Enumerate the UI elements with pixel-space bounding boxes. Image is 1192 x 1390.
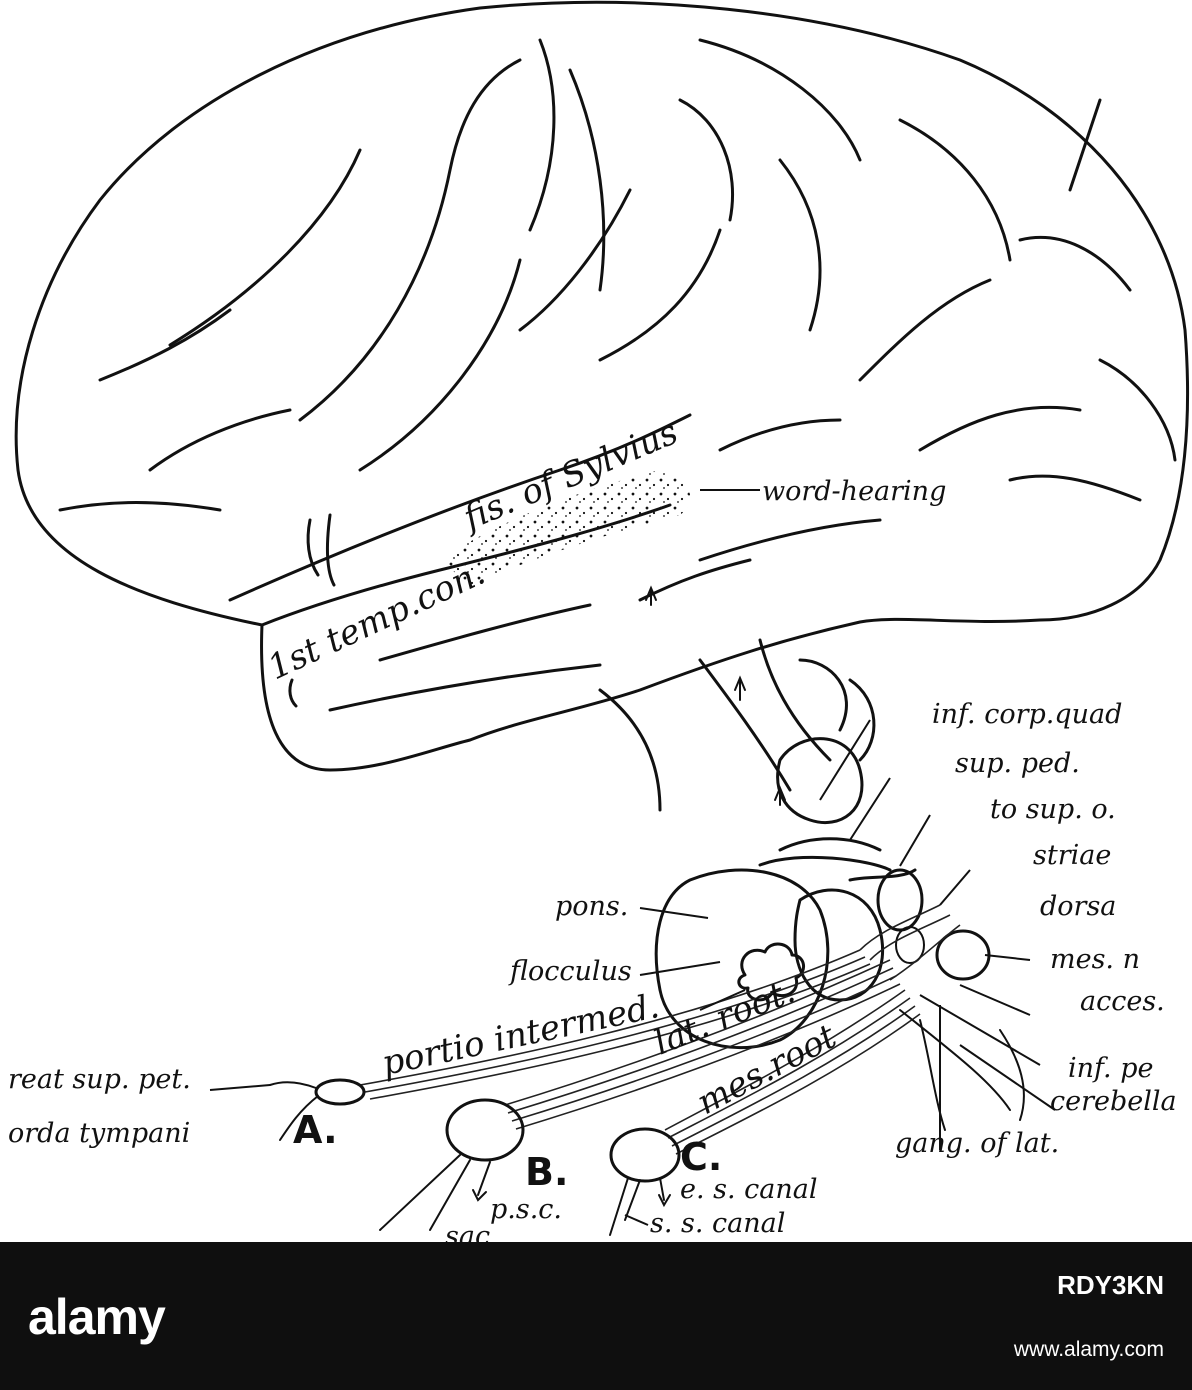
label-e-s-canal: e. s. canal [680, 1174, 818, 1205]
brainstem [598, 688, 662, 812]
inf-corp-quad [776, 737, 864, 825]
label-temp-con: 1st temp.con. [262, 553, 491, 688]
ganglion-letter-c: C. [680, 1135, 722, 1179]
label-chorda-tympani: orda tympani [8, 1118, 190, 1149]
cerebrum-outline [14, 0, 1190, 772]
label-sac: sac [445, 1221, 490, 1242]
label-cerebella: cerebella [1050, 1086, 1177, 1117]
brain-auditory-pathway-illustration: fis. of Sylvius word-hearing 1st temp.co… [8, 0, 1190, 1242]
stock-watermark-footer: alamy RDY3KN www.alamy.com [0, 1242, 1192, 1390]
label-pons: pons. [555, 891, 628, 922]
pons-section [793, 888, 885, 1002]
label-great-sup-pet: reat sup. pet. [8, 1064, 191, 1095]
pons [654, 868, 830, 1050]
word-hearing-area [440, 470, 691, 585]
ganglion-c [609, 1127, 681, 1183]
label-flocculus: flocculus [508, 956, 632, 987]
nerve-roots [359, 904, 1025, 1155]
label-acces: acces. [1080, 986, 1165, 1017]
label-s-s-canal: s. s. canal [650, 1208, 785, 1239]
label-mes-n: mes. n [1050, 944, 1140, 975]
label-p-s-c: p.s.c. [490, 1194, 562, 1225]
label-gang-of-lat: gang. of lat. [895, 1128, 1059, 1159]
ganglion-letter-b: B. [525, 1150, 568, 1194]
label-to-sup-o: to sup. o. [990, 794, 1116, 825]
label-inf-corp-quad: inf. corp.quad [932, 699, 1122, 730]
cortical-sulci [58, 38, 1177, 712]
label-striae: striae [1033, 840, 1111, 871]
label-dorsa: dorsa [1040, 891, 1116, 922]
ganglion-letter-a: A. [293, 1108, 338, 1152]
label-sup-ped: sup. ped. [955, 748, 1080, 779]
site-url-label: www.alamy.com [1013, 1338, 1164, 1361]
label-word-hearing: word-hearing [762, 476, 946, 507]
sylvian-fissure [228, 413, 692, 602]
ganglion-a [314, 1078, 366, 1106]
svg-text:1st temp.con.: 1st temp.con. [262, 553, 491, 688]
sup-peduncle [778, 837, 882, 852]
label-inf-pe: inf. pe [1068, 1053, 1153, 1084]
leader-lines [639, 489, 1056, 1150]
image-id-label: RDY3KN [1057, 1270, 1164, 1300]
flocculus [737, 942, 805, 1002]
alamy-logo: alamy [28, 1289, 166, 1345]
ganglion-b [445, 1098, 525, 1162]
